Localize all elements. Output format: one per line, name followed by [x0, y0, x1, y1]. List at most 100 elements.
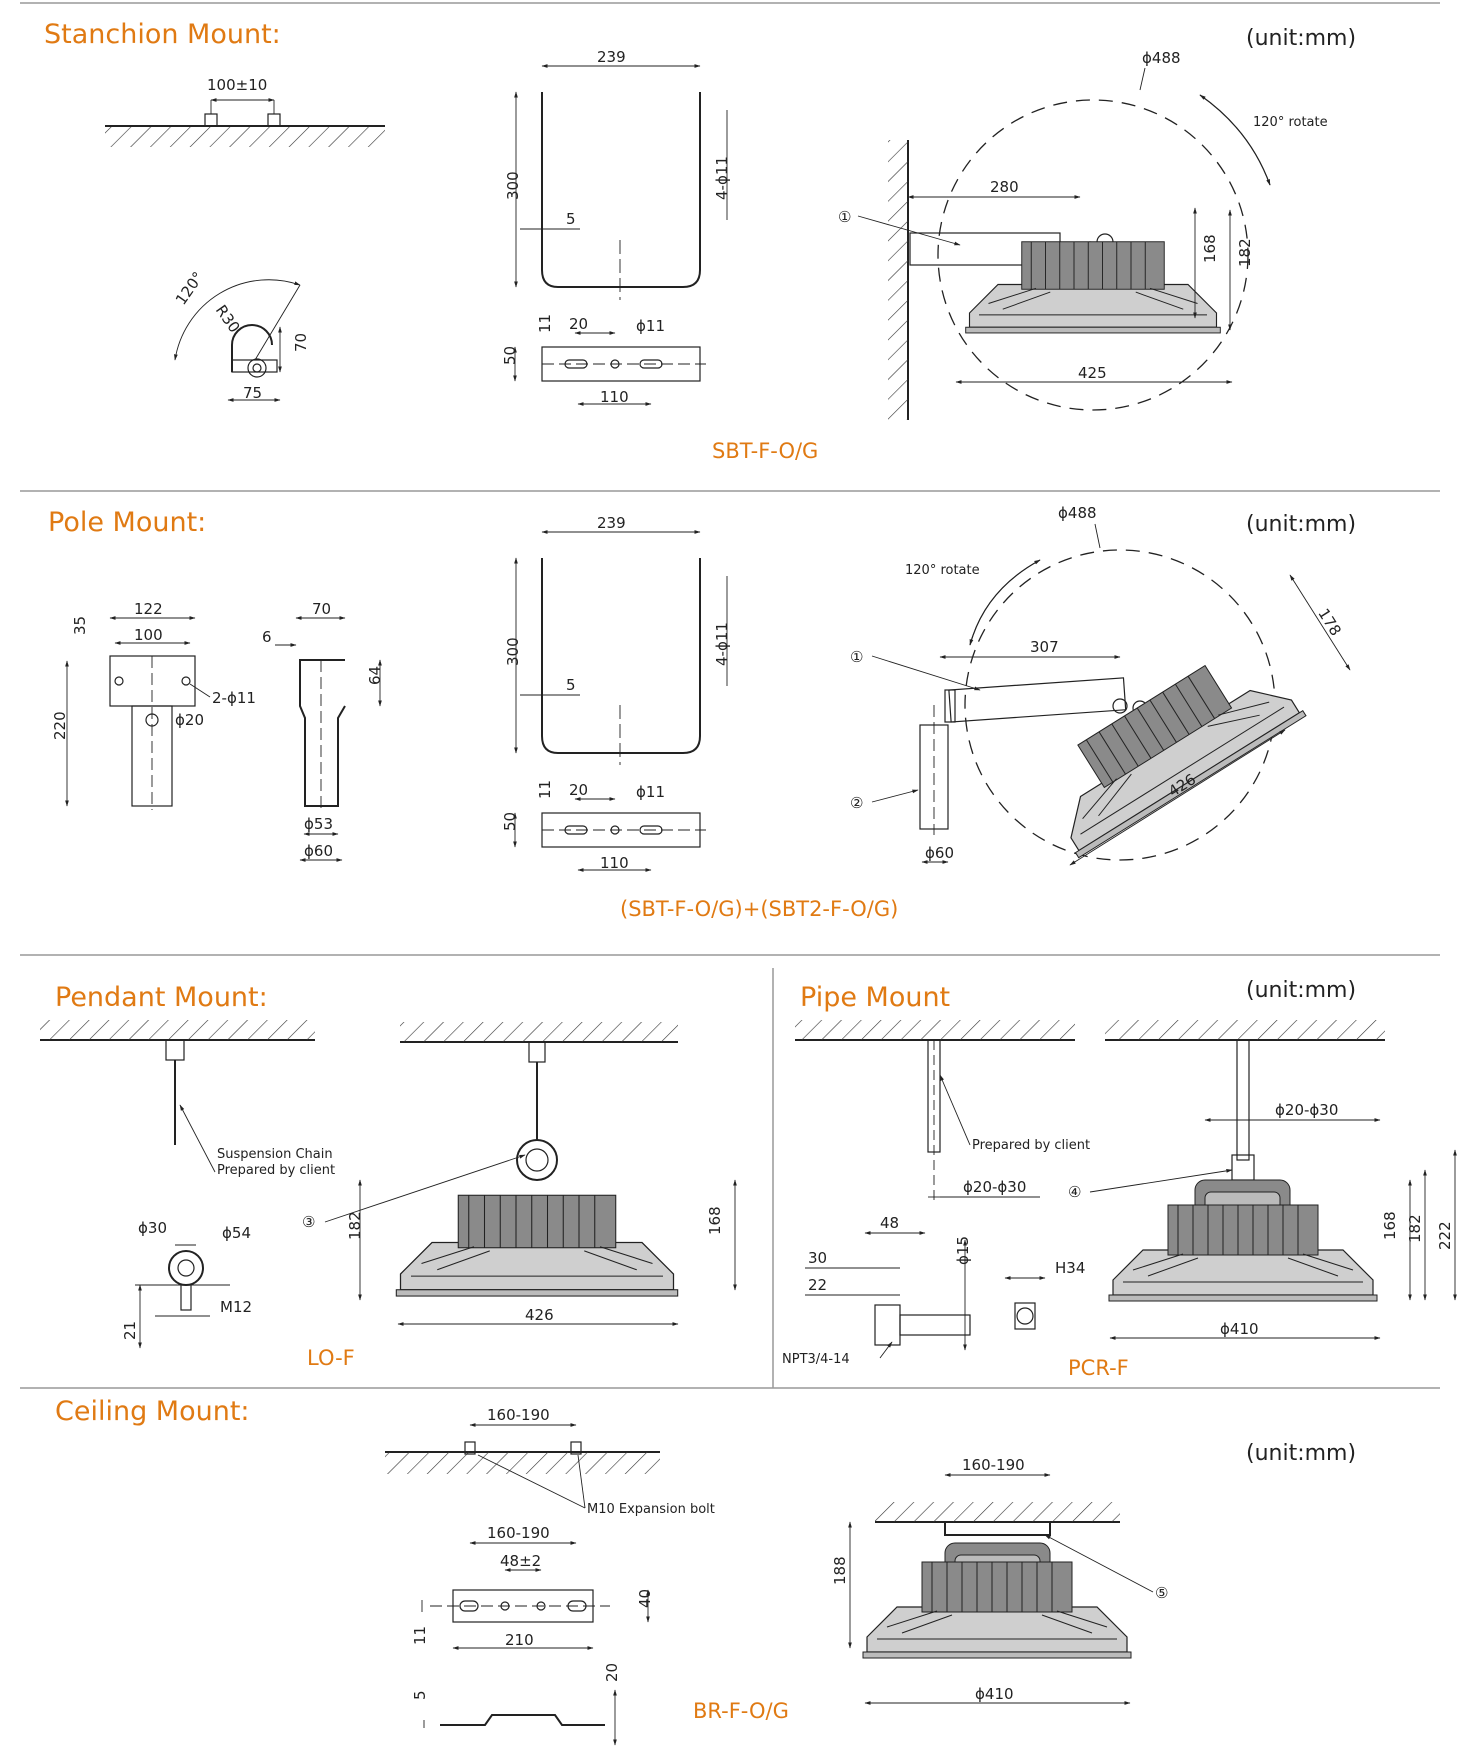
stanchion-u-width: 239	[597, 48, 626, 66]
stanchion-w425: 425	[1078, 364, 1107, 382]
pipe-h168: 168	[1381, 1211, 1399, 1240]
pole-arm-h11: 11	[536, 780, 554, 799]
pole-w122: 122	[134, 600, 163, 618]
pipe-fit-h34: H34	[1055, 1259, 1085, 1277]
stanchion-arm-w110: 110	[600, 388, 629, 406]
stanchion-fixture-view: ϕ488 120° rotate 280 ① 168 182 425	[838, 49, 1328, 420]
pole-h35: 35	[71, 616, 89, 635]
stanchion-callout: ①	[838, 208, 851, 226]
pipe-fixture-view: ϕ20-ϕ30 ④ 168 182 222 ϕ410	[1068, 1020, 1457, 1340]
unit-label-4: (unit:mm)	[1246, 1441, 1356, 1466]
pole-fixture-view: ϕ488 120° rotate 307 178 426 ϕ60 ① ②	[850, 504, 1351, 866]
pole-d178: 178	[1314, 605, 1344, 639]
pendant-h182: 182	[346, 1211, 364, 1240]
stanchion-h168: 168	[1201, 234, 1219, 263]
ceiling-h20: 20	[603, 1663, 621, 1682]
pole-callout2: ②	[850, 794, 863, 812]
pole-t6: 6	[262, 628, 272, 646]
stanchion-u-holes: 4-ϕ11	[713, 156, 731, 200]
stanchion-arm-280: 280	[990, 178, 1019, 196]
pendant-chain-note2: Prepared by client	[217, 1163, 335, 1178]
pipe-rod-view: Prepared by client ϕ20-ϕ30	[795, 1020, 1090, 1200]
ceiling-d410: ϕ410	[975, 1685, 1014, 1703]
stanchion-circle-dia: ϕ488	[1142, 49, 1181, 67]
pendant-heading: Pendant Mount:	[55, 982, 268, 1013]
pole-circle-dia: ϕ488	[1058, 504, 1097, 522]
unit-label-3: (unit:mm)	[1246, 978, 1356, 1003]
ceiling-span2: 160-190	[487, 1524, 550, 1542]
stanchion-u-bracket: 239 300 5 4-ϕ11	[504, 48, 731, 300]
pendant-callout: ③	[302, 1213, 315, 1231]
pole-pole-d60: ϕ60	[925, 844, 954, 862]
pole-arm-307: 307	[1030, 638, 1059, 656]
pole-d53: ϕ53	[304, 815, 333, 833]
stanchion-angle: 120°	[172, 268, 207, 308]
pendant-h21: 21	[121, 1321, 139, 1340]
pipe-heading: Pipe Mount	[800, 982, 950, 1013]
pipe-fit-h22: 22	[808, 1276, 827, 1294]
ceiling-h40: 40	[636, 1589, 654, 1608]
ceiling-span1: 160-190	[487, 1406, 550, 1424]
pole-clamp-side: 70 6 64 ϕ53 ϕ60	[262, 600, 384, 862]
stanchion-u-height: 300	[504, 171, 522, 200]
pole-u-thickness: 5	[566, 676, 576, 694]
pole-holes2: 2-ϕ11	[212, 689, 256, 707]
stanchion-w75: 75	[243, 384, 262, 402]
stanchion-h70: 70	[292, 333, 310, 352]
pendant-w426: 426	[525, 1306, 554, 1324]
pipe-model: PCR-F	[1068, 1356, 1129, 1380]
ceiling-h188: 188	[831, 1556, 849, 1585]
ceiling-bolt-view: 160-190 M10 Expansion bolt	[385, 1406, 715, 1517]
pole-arm-h50: 50	[501, 812, 519, 831]
pendant-chain-note1: Suspension Chain	[217, 1147, 333, 1162]
pole-u-bracket: 239 300 5 4-ϕ11	[504, 514, 731, 765]
stanchion-heading: Stanchion Mount:	[44, 19, 281, 50]
pole-u-height: 300	[504, 637, 522, 666]
pendant-eyebolt-detail: ϕ30 ϕ54 M12 21	[121, 1219, 252, 1349]
ceiling-fixture-view: 160-190 188 ⑤ ϕ410	[831, 1456, 1168, 1705]
ceiling-w210: 210	[505, 1631, 534, 1649]
pendant-m12: M12	[220, 1298, 252, 1316]
stanchion-arm-plan: 20 ϕ11 11 50 110	[501, 314, 706, 406]
pipe-fit-h30: 30	[808, 1249, 827, 1267]
pendant-chain-view: Suspension Chain Prepared by client	[40, 1020, 335, 1178]
pipe-fit-w48: 48	[880, 1214, 899, 1232]
ceiling-w48: 48±2	[500, 1552, 541, 1570]
stanchion-bracket-side: 120° R30 70 75	[172, 268, 310, 402]
pendant-d30: ϕ30	[138, 1219, 167, 1237]
pole-arm-w110: 110	[600, 854, 629, 872]
pendant-fixture-view: 182 168 426 ③	[302, 1022, 737, 1326]
pole-arm-plan: 20 ϕ11 11 50 110	[501, 780, 706, 872]
ceiling-model: BR-F-O/G	[693, 1699, 789, 1723]
stanchion-u-thickness: 5	[566, 210, 576, 228]
unit-label-1: (unit:mm)	[1246, 26, 1356, 51]
stanchion-arm-w20: 20	[569, 315, 588, 333]
pipe-fit-npt: NPT3/4-14	[782, 1352, 850, 1367]
stanchion-arm-h50: 50	[501, 346, 519, 365]
pole-arm-w20: 20	[569, 781, 588, 799]
pole-h64: 64	[366, 666, 384, 685]
pipe-fitting-detail: 48 30 22 ϕ15 H34 NPT3/4-14	[782, 1214, 1085, 1367]
pole-heading: Pole Mount:	[48, 507, 206, 538]
pole-d20: ϕ20	[175, 711, 204, 729]
ceiling-bracket-side: 5 20	[411, 1663, 621, 1746]
pipe-top-d: ϕ20-ϕ30	[1275, 1101, 1338, 1119]
unit-label-2: (unit:mm)	[1246, 512, 1356, 537]
pendant-model: LO-F	[307, 1346, 355, 1370]
stanchion-h182: 182	[1236, 238, 1254, 267]
pipe-d410: ϕ410	[1220, 1320, 1259, 1338]
pipe-rod-d: ϕ20-ϕ30	[963, 1178, 1026, 1196]
ceiling-heading: Ceiling Mount:	[55, 1396, 250, 1427]
pendant-d54: ϕ54	[222, 1224, 251, 1242]
pole-u-width: 239	[597, 514, 626, 532]
stanchion-arm-hole: ϕ11	[636, 317, 665, 335]
stanchion-arm-h11: 11	[536, 314, 554, 333]
pendant-h168: 168	[706, 1206, 724, 1235]
ceiling-callout: ⑤	[1155, 1584, 1168, 1602]
pole-w70: 70	[312, 600, 331, 618]
pole-arm-hole: ϕ11	[636, 783, 665, 801]
pole-h220: 220	[51, 711, 69, 740]
ceiling-h5: 5	[411, 1690, 429, 1700]
ceiling-bolt-note: M10 Expansion bolt	[587, 1502, 715, 1517]
stanchion-bolt-spacing: 100±10	[207, 76, 267, 94]
